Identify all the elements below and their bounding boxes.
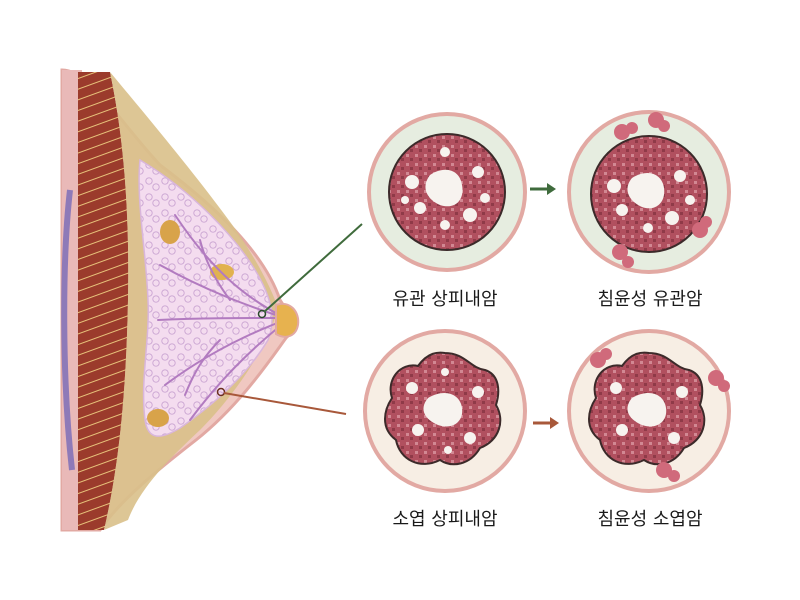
label-ductal-invasive: 침윤성 유관암 xyxy=(597,289,703,310)
milk-ducts xyxy=(157,214,286,421)
lobule-marker xyxy=(216,387,226,397)
label-lobular-in-situ: 소엽 상피내암 xyxy=(392,509,498,530)
lobule-in-situ-circle xyxy=(363,329,527,493)
fat-lobule xyxy=(160,220,180,244)
lobule-pointer-line xyxy=(223,392,347,415)
label-ductal-in-situ: 유관 상피내암 xyxy=(392,289,498,310)
lobule-invasive-circle xyxy=(567,329,731,493)
duct-arrow xyxy=(530,183,556,195)
fat-lobule xyxy=(147,409,169,427)
duct-marker xyxy=(257,309,267,319)
duct-invasive-circle xyxy=(567,110,731,274)
lobule-arrow xyxy=(533,417,559,429)
pectoral-muscle xyxy=(78,72,129,530)
invasive-cell-clusters xyxy=(612,112,712,268)
duct-in-situ-circle xyxy=(367,112,527,272)
lobule-lumens xyxy=(406,368,484,454)
breast-cross-section xyxy=(60,68,300,532)
duct-lumens xyxy=(401,147,490,230)
duct-invasive-lumens xyxy=(607,170,695,233)
duct-pointer-line xyxy=(263,223,363,313)
label-lobular-invasive: 침윤성 소엽암 xyxy=(597,509,703,530)
lobule-invasive-clusters xyxy=(590,348,730,482)
rib-shadow xyxy=(61,189,75,471)
nipple xyxy=(275,302,300,338)
lobule-invasive-lumens xyxy=(610,382,688,444)
